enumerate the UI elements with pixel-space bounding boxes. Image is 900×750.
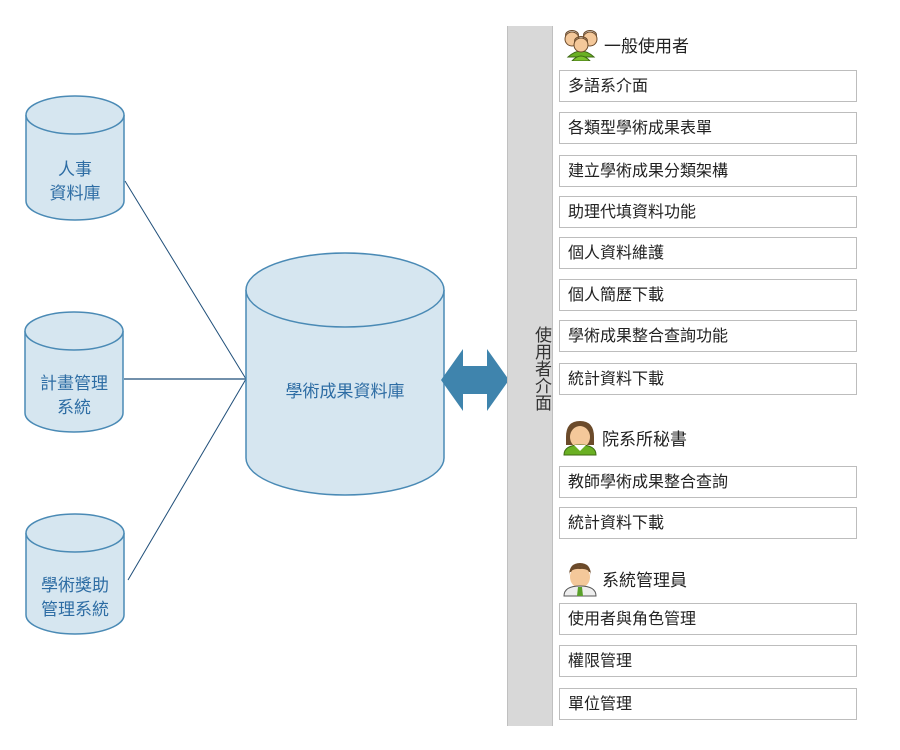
label-line: 系統 <box>57 398 91 418</box>
label-line: 資料庫 <box>49 184 101 204</box>
group-title: 一般使用者 <box>604 36 689 57</box>
link-line-hr <box>124 180 247 380</box>
hr-database-label: 人事 資料庫 <box>26 158 124 206</box>
group-secretary: 院系所秘書 <box>560 420 687 456</box>
group-general-users: 一般使用者 <box>560 27 689 61</box>
user-interface-bar: 使用者介面 <box>507 26 553 726</box>
link-line-award <box>127 378 247 581</box>
feature-item[interactable]: 統計資料下載 <box>559 507 857 539</box>
secretary-icon <box>563 421 597 456</box>
label-line: 人事 <box>58 160 92 180</box>
feature-item[interactable]: 教師學術成果整合查詢 <box>559 466 857 498</box>
feature-item[interactable]: 學術成果整合查詢功能 <box>559 320 857 352</box>
central-database-label: 學術成果資料庫 <box>285 382 405 402</box>
feature-item[interactable]: 統計資料下載 <box>559 363 857 395</box>
feature-item[interactable]: 建立學術成果分類架構 <box>559 155 857 187</box>
admin-icon <box>563 563 597 597</box>
group-admin: 系統管理員 <box>560 561 687 597</box>
feature-item[interactable]: 各類型學術成果表單 <box>559 112 857 144</box>
feature-item[interactable]: 權限管理 <box>559 645 857 677</box>
award-system-label: 學術獎助 管理系統 <box>20 574 130 622</box>
award-system-cylinder <box>25 513 125 635</box>
feature-item[interactable]: 單位管理 <box>559 688 857 720</box>
feature-item[interactable]: 使用者與角色管理 <box>559 603 857 635</box>
feature-item[interactable]: 個人簡歷下載 <box>559 279 857 311</box>
feature-item[interactable]: 個人資料維護 <box>559 237 857 269</box>
users-group-icon <box>564 30 598 61</box>
group-title: 院系所秘書 <box>602 429 687 450</box>
hr-database-cylinder <box>25 95 125 221</box>
group-title: 系統管理員 <box>602 570 687 591</box>
bidirectional-arrow-icon <box>441 349 509 411</box>
label-line: 學術獎助 <box>41 576 109 596</box>
user-interface-label: 使用者介面 <box>531 326 551 411</box>
central-database-cylinder <box>245 252 445 496</box>
feature-item[interactable]: 多語系介面 <box>559 70 857 102</box>
project-system-cylinder <box>24 311 124 433</box>
label-line: 管理系統 <box>41 600 109 620</box>
feature-item[interactable]: 助理代填資料功能 <box>559 196 857 228</box>
label-line: 計畫管理 <box>40 374 108 394</box>
project-system-label: 計畫管理 系統 <box>20 372 128 420</box>
